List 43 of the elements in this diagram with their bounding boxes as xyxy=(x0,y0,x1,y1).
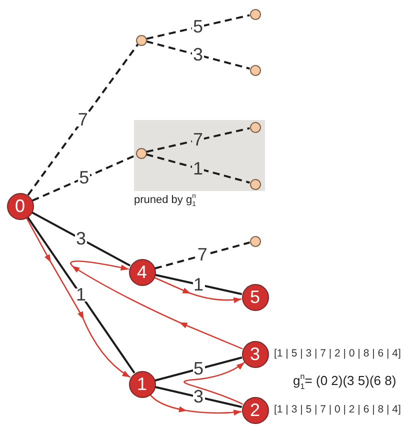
edge-label: 5 xyxy=(192,362,204,376)
node-dot xyxy=(250,236,260,246)
edge-label: 7 xyxy=(76,113,89,126)
edge-label: 1 xyxy=(192,278,204,291)
edge-label: 5 xyxy=(78,171,90,184)
edge-label: 1 xyxy=(75,288,87,302)
tree-node: 0 xyxy=(6,192,34,220)
tree-edge xyxy=(154,356,242,382)
permutation-array: [1 | 5 | 3 | 7 | 2 | 0 | 8 | 6 | 4] xyxy=(274,348,401,360)
node-dot xyxy=(250,178,260,190)
traversal-arrow xyxy=(184,362,245,405)
tree-edge xyxy=(154,386,242,408)
traversal-arrow xyxy=(154,276,242,303)
tree-node: 4 xyxy=(128,258,156,286)
edge-label: 3 xyxy=(75,232,87,246)
permutation-array: [1 | 3 | 5 | 7 | 0 | 2 | 6 | 8 | 4] xyxy=(274,404,401,416)
dashed-tree-edge xyxy=(146,153,250,184)
dashed-tree-edge xyxy=(146,40,250,70)
tree-node: 3 xyxy=(242,340,268,368)
dashed-tree-edge xyxy=(27,44,139,196)
tree-edge xyxy=(154,274,242,296)
dashed-tree-edge xyxy=(154,242,250,270)
edge-label: 1 xyxy=(192,162,204,175)
dashed-tree-edge xyxy=(146,14,250,40)
node-dot xyxy=(136,148,146,158)
edge-label: 7 xyxy=(196,248,208,262)
tree-node: 5 xyxy=(242,284,268,310)
traversal-arrow xyxy=(70,260,243,350)
permutation-formula: g$^{n}$$_{1}$= (0 2)(3 5)(6 8) xyxy=(293,373,396,389)
node-dot xyxy=(136,34,146,46)
tree-node: 1 xyxy=(128,370,156,398)
node-dot xyxy=(250,122,260,132)
tree-edge xyxy=(31,212,131,266)
tree-node: 2 xyxy=(242,396,268,424)
dashed-tree-edge xyxy=(32,154,136,202)
dashed-tree-edge xyxy=(146,127,250,153)
edge-label: 5 xyxy=(192,20,204,34)
node-dot xyxy=(250,64,260,76)
edge-label: 7 xyxy=(192,134,204,146)
edge-label: 3 xyxy=(192,390,204,404)
traversal-arrow xyxy=(150,394,242,416)
node-dot xyxy=(250,8,260,20)
edge-label: 3 xyxy=(192,48,204,62)
